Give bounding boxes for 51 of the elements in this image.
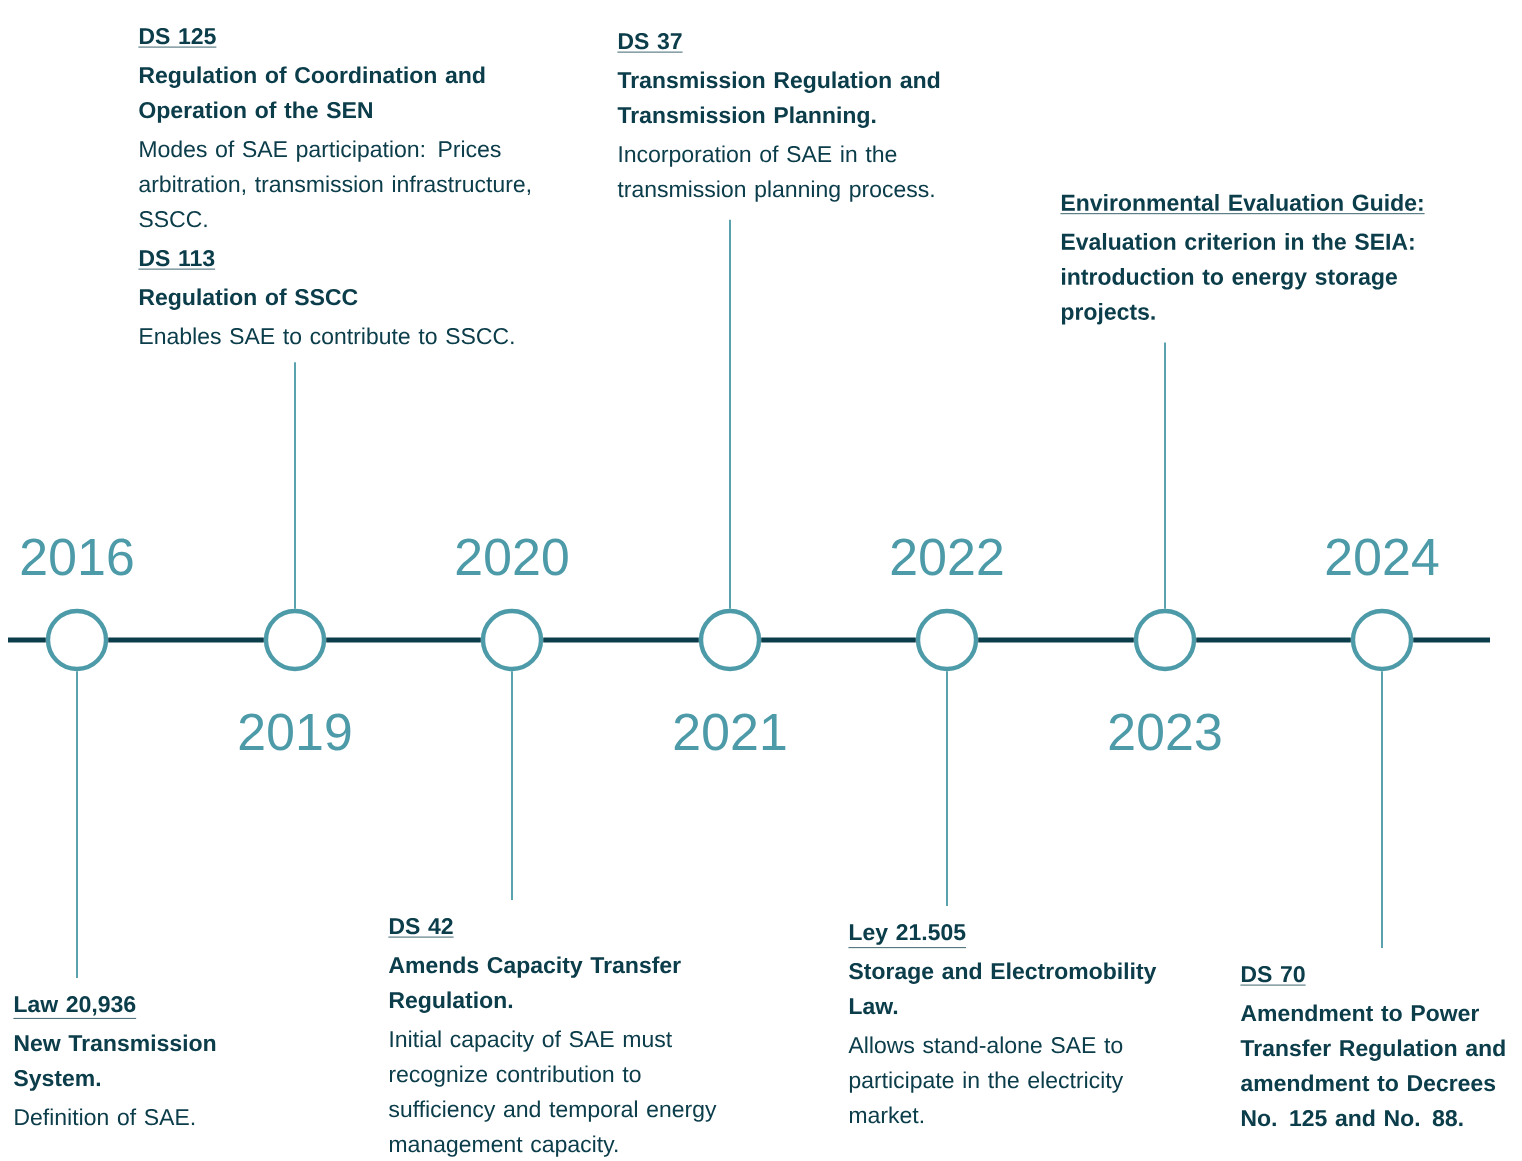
title: Regulation of Coordination and Operation of the SEN <box>139 66 485 123</box>
year-label: 2019 <box>239 713 351 751</box>
title: Storage and Electromobility Law. <box>849 962 1157 1015</box>
leader-line <box>1164 341 1166 610</box>
heading: DS 42 <box>388 918 454 938</box>
heading: DS 113 <box>138 250 216 270</box>
heading: Environmental Evaluation Guide: <box>1060 194 1425 215</box>
heading: Law 20,936 <box>13 996 137 1019</box>
title: Evaluation criterion in the SEIA: introduction to energy storage projects. <box>1061 233 1414 325</box>
year-label: 2016 <box>21 538 133 576</box>
timeline-circle <box>45 608 109 672</box>
heading: DS 37 <box>617 33 683 53</box>
description: Modes of SAE participation: Prices arbitration, transmission infrastructure, SSCC. <box>139 140 530 228</box>
timeline-line <box>326 637 481 643</box>
timeline-line <box>1413 637 1490 643</box>
year-label: 2023 <box>1109 713 1221 751</box>
leader-line <box>946 670 948 907</box>
year-label: 2024 <box>1326 538 1439 576</box>
leader-line <box>511 670 513 901</box>
timeline-circle <box>915 608 979 672</box>
timeline-line <box>8 637 46 643</box>
title: New Transmission System. <box>14 1034 216 1091</box>
timeline-line <box>1196 637 1351 643</box>
description: Incorporation of SAE in the transmission planning process. <box>617 145 934 202</box>
timeline-line <box>761 637 916 643</box>
title: Amendment to Power Transfer Regulation and amendment to Decrees No. 125 and No. 88. <box>1240 1004 1505 1127</box>
timeline-circle <box>480 608 544 672</box>
timeline-line <box>978 637 1134 643</box>
leader-line <box>294 361 296 610</box>
description: Definition of SAE. <box>15 1108 195 1126</box>
title: Regulation of SSCC <box>139 288 358 310</box>
title: Transmission Regulation and Transmission Planning. <box>617 71 940 128</box>
leader-line <box>1381 670 1383 949</box>
timeline-circle <box>263 608 327 672</box>
title: Amends Capacity Transfer Regulation. <box>388 956 681 1013</box>
leader-line <box>729 218 731 610</box>
description: Initial capacity of SAE must recognize contribution to sufficiency and temporal energy management capacity. <box>389 1030 717 1157</box>
year-label: 2021 <box>674 713 786 751</box>
leader-line <box>76 670 78 979</box>
year-label: 2020 <box>456 538 568 576</box>
description: Allows stand-alone SAE to participate in the electricity market. <box>848 1036 1124 1124</box>
timeline-line <box>108 637 264 643</box>
timeline-circle <box>1133 608 1197 672</box>
timeline-line <box>543 637 699 643</box>
timeline-circle <box>698 608 762 672</box>
timeline-circle <box>1350 608 1414 672</box>
year-label: 2022 <box>891 538 1003 576</box>
heading: DS 125 <box>138 28 217 48</box>
heading: Ley 21.505 <box>848 924 967 949</box>
description: Enables SAE to contribute to SSCC. <box>140 327 514 345</box>
heading: DS 70 <box>1240 966 1306 986</box>
